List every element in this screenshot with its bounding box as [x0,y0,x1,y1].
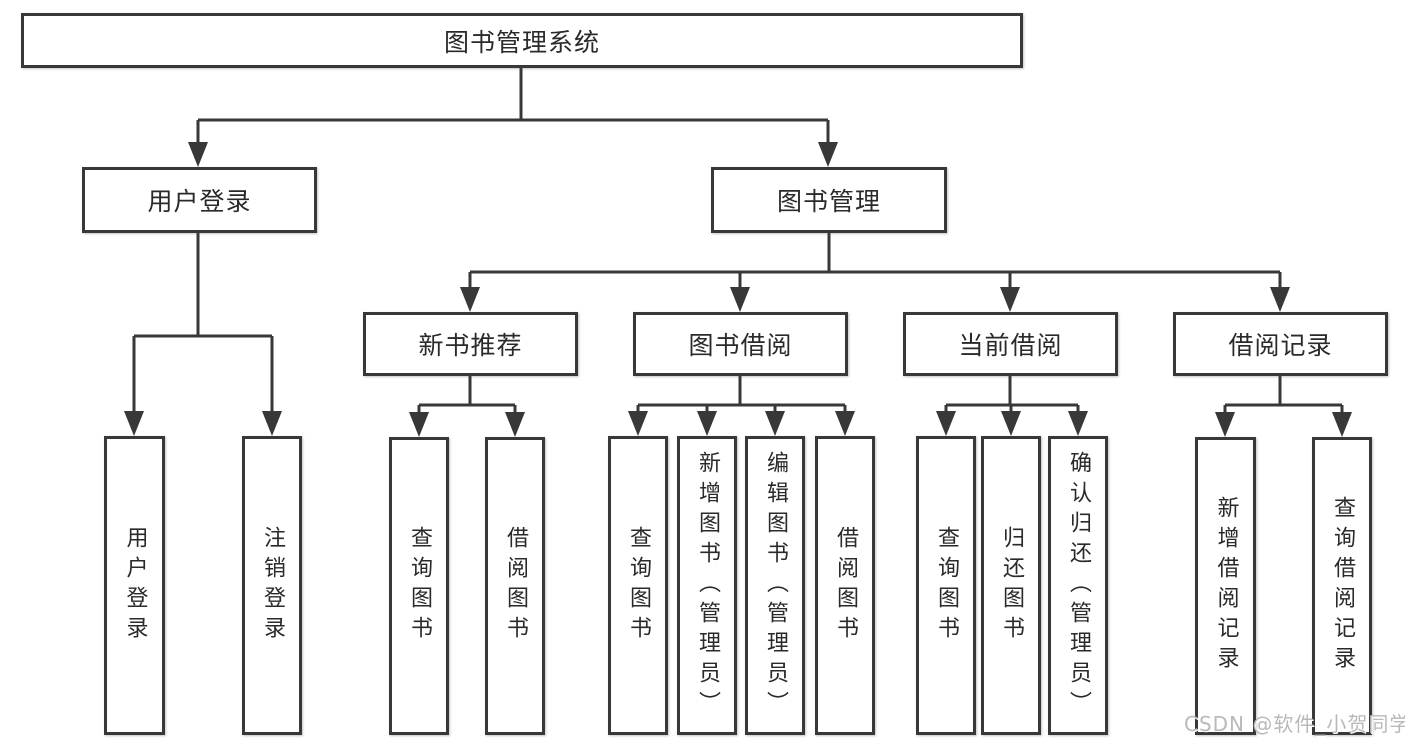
node-label: 新书推荐 [418,331,523,360]
node-label: 查询图书 [407,526,432,646]
node-label: 用户登录 [122,525,148,646]
node-query-borrow-record: 查询借阅记录 [1312,437,1372,735]
node-add-book-admin: 新增图书（管理员） [677,436,737,735]
node-book-borrowing: 图书借阅 [633,312,848,376]
node-label: 编辑图书（管理员） [763,450,788,721]
node-label: 新增借阅记录 [1213,496,1239,676]
connector-borrow-to-children [628,376,855,436]
node-logout-action: 注销登录 [242,436,302,735]
node-label: 确认归还（管理员） [1066,450,1091,721]
node-label: 查询图书 [626,525,651,646]
node-add-borrow-record: 新增借阅记录 [1195,437,1256,735]
node-new-book-recommend: 新书推荐 [363,312,578,376]
node-root-system: 图书管理系统 [21,13,1023,68]
node-current-borrowing: 当前借阅 [903,312,1118,376]
node-borrowing-records: 借阅记录 [1173,312,1388,376]
node-label: 注销登录 [260,525,285,646]
node-label: 新增图书（管理员） [695,450,720,721]
node-label: 查询图书 [934,525,959,646]
node-confirm-return-admin: 确认归还（管理员） [1048,436,1108,735]
node-borrow-books-recommend: 借阅图书 [485,437,545,735]
node-label: 借阅图书 [833,525,858,646]
node-label: 图书管理 [776,187,881,216]
node-label: 用户登录 [147,187,252,216]
node-label: 当前借阅 [958,331,1063,360]
node-edit-book-admin: 编辑图书（管理员） [745,436,805,735]
node-label: 查询借阅记录 [1330,496,1355,676]
node-user-login-action: 用户登录 [104,436,165,735]
node-book-management-module: 图书管理 [711,167,947,233]
node-borrow-books-action: 借阅图书 [815,436,875,735]
node-label: 图书借阅 [688,331,793,360]
node-return-books: 归还图书 [981,436,1041,735]
node-label: 图书管理系统 [443,27,600,57]
node-label: 借阅记录 [1228,331,1333,360]
csdn-watermark: CSDN @软件_小贺同学 [1184,712,1405,736]
connector-current-to-children [936,376,1088,436]
node-query-books-current: 查询图书 [916,436,976,735]
node-query-books-recommend: 查询图书 [389,437,449,735]
node-label: 借阅图书 [503,526,528,646]
connector-bookmgmt-to-level3 [460,233,1290,312]
connector-records-to-children [1215,376,1352,437]
connector-newbook-to-children [409,376,525,437]
node-label: 归还图书 [999,525,1024,646]
connector-userlogin-to-children [124,233,282,436]
connector-root-to-level2 [188,68,838,167]
node-user-login-module: 用户登录 [82,167,317,233]
node-query-books-borrow: 查询图书 [608,436,668,735]
